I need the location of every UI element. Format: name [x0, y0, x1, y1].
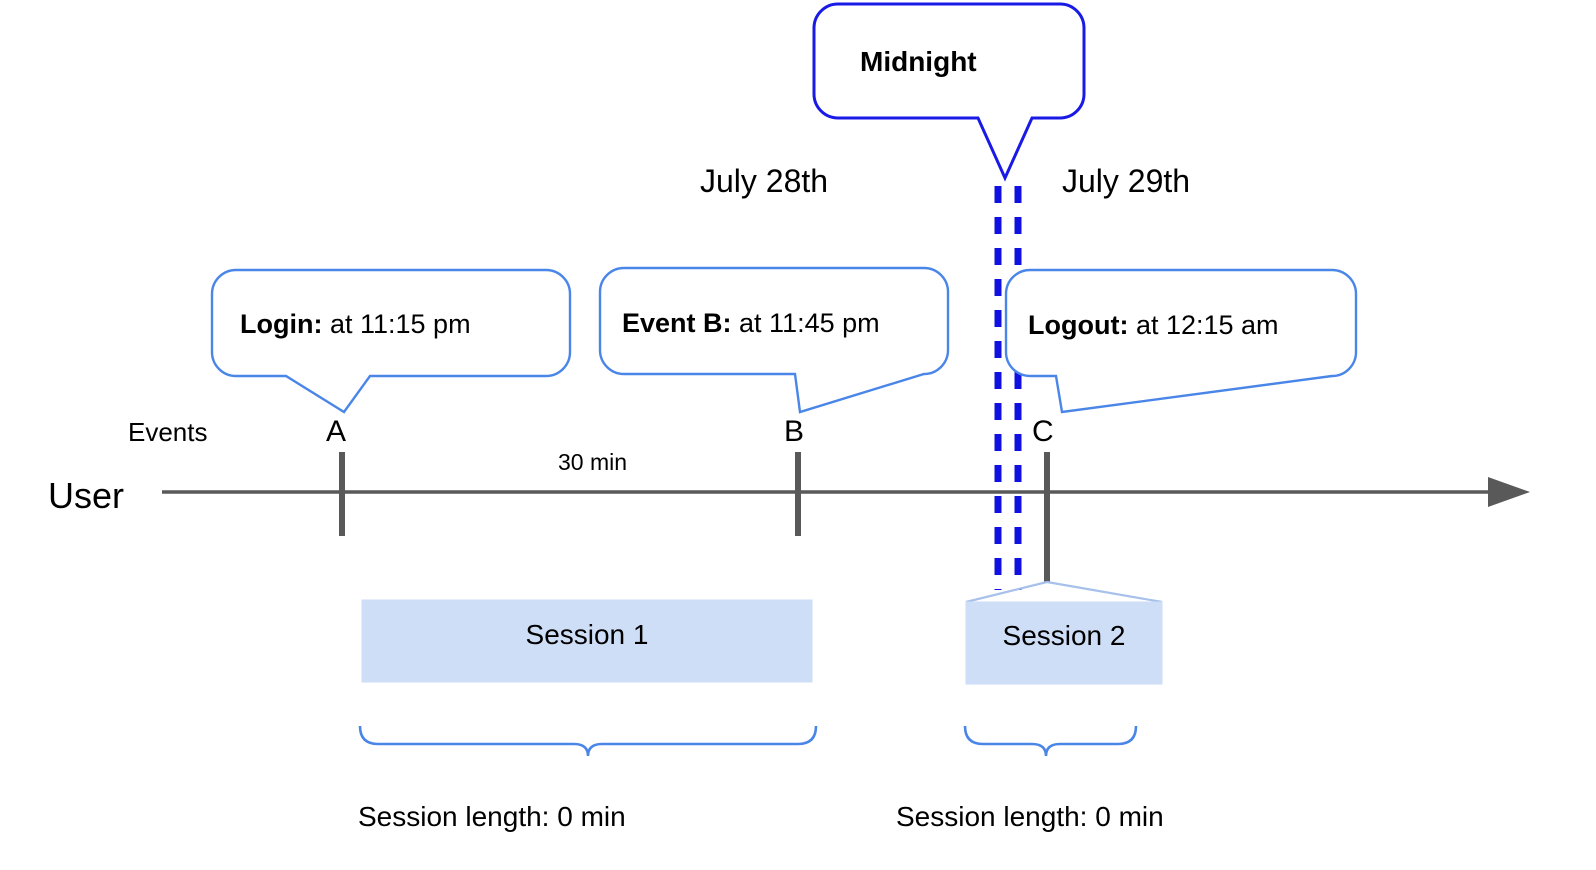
event-marker-label-c: C [1032, 415, 1054, 448]
session-2-bar-label: Session 2 [1003, 620, 1126, 651]
session-1-brace-path [358, 725, 818, 757]
midnight-callout-label: Midnight [860, 46, 977, 77]
session-2-connector-lines [965, 580, 1163, 604]
callout-logout-bubble [1004, 268, 1358, 414]
event-marker-label-a: A [326, 415, 346, 448]
event-marker-label-b: B [784, 415, 804, 448]
callout-logout[interactable]: Logout: at 12:15 am [1004, 268, 1358, 414]
session-1-length-label: Session length: 0 min [358, 801, 626, 832]
date-label-july-28: July 28th [700, 163, 828, 199]
duration-label-30-min: 30 min [558, 449, 627, 475]
date-label-july-29: July 29th [1062, 163, 1190, 199]
session-2-bar-rect [965, 601, 1163, 685]
callout-login-rest: at 11:15 pm [322, 309, 470, 339]
callout-event-b-rest: at 11:45 pm [732, 308, 880, 338]
session-1-bar-rect [361, 599, 813, 683]
callout-event-b-strong: Event B: [622, 308, 732, 338]
session-1-bar-label: Session 1 [526, 619, 649, 650]
session-2-bar[interactable]: Session 2 [965, 601, 1163, 685]
callout-event-b[interactable]: Event B: at 11:45 pm [598, 266, 950, 414]
events-row-label: Events [128, 417, 208, 447]
callout-login-text: Login: at 11:15 pm [240, 309, 471, 339]
callout-login-bubble [210, 268, 572, 414]
session-1-brace [358, 725, 818, 757]
callout-login[interactable]: Login: at 11:15 pm [210, 268, 572, 414]
session-2-connector-right [1046, 580, 1163, 604]
timeline-axis [162, 477, 1530, 507]
user-row-label: User [48, 475, 124, 516]
callout-event-b-text: Event B: at 11:45 pm [622, 308, 880, 338]
session-2-brace-path [963, 725, 1138, 757]
session-2-length-label: Session length: 0 min [896, 801, 1164, 832]
session-1-bar[interactable]: Session 1 [361, 599, 813, 683]
midnight-line-group [994, 186, 1022, 590]
callout-logout-text: Logout: at 12:15 am [1028, 310, 1279, 340]
callout-login-strong: Login: [240, 309, 322, 339]
midnight-callout[interactable]: Midnight [812, 2, 1086, 182]
midnight-callout-bubble [812, 2, 1086, 182]
session-2-connector-left [965, 580, 1048, 604]
timeline-arrow-head [1488, 477, 1530, 507]
callout-logout-strong: Logout: [1028, 310, 1128, 340]
session-2-brace [963, 725, 1138, 757]
callout-event-b-bubble [598, 266, 950, 414]
callout-logout-rest: at 12:15 am [1128, 310, 1278, 340]
